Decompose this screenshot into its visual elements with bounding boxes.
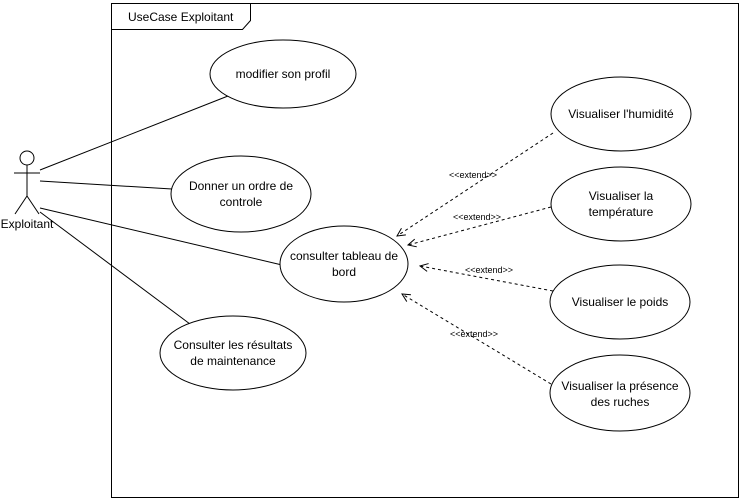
actor-right-leg <box>26 195 40 215</box>
usecase-ordre-controle-label-line2: controle <box>220 195 263 209</box>
extend-label-humidite: <<extend>> <box>449 170 497 180</box>
usecase-modifier-profil-label: modifier son profil <box>236 67 331 81</box>
frame-title-tab <box>111 3 251 30</box>
actor-exploitant[interactable] <box>14 150 40 215</box>
usecase-tableau-bord[interactable] <box>279 225 409 303</box>
usecase-temperature-label-line2: température <box>589 205 654 219</box>
associations <box>39 95 283 331</box>
usecase-tableau-bord-label-line1: consulter tableau de <box>290 249 398 263</box>
association-ordre-controle <box>39 180 173 190</box>
usecase-poids-label: Visualiser le poids <box>572 295 669 309</box>
usecase-resultats-maintenance-label-line1: Consulter les résultats <box>174 338 293 352</box>
extend-arrow-humidite <box>397 132 554 236</box>
extend-arrow-presence <box>402 294 552 385</box>
usecase-presence-ruches-label-line2: des ruches <box>591 395 650 409</box>
usecase-temperature[interactable] <box>550 166 692 242</box>
usecase-presence-ruches[interactable] <box>549 354 691 432</box>
usecase-poids[interactable] <box>549 264 691 340</box>
usecase-tableau-bord-label-line2: bord <box>332 265 356 279</box>
actor-head <box>19 150 35 166</box>
association-modifier-profil <box>39 95 229 171</box>
usecase-resultats-maintenance-label-line2: de maintenance <box>190 354 276 368</box>
extend-label-presence: <<extend>> <box>450 329 498 339</box>
frame-title: UseCase Exploitant <box>128 10 234 24</box>
usecase-presence-ruches-label-line1: Visualiser la présence <box>561 379 679 393</box>
extend-relations <box>397 132 554 385</box>
usecase-ordre-controle[interactable] <box>170 155 312 233</box>
actor-left-leg <box>14 195 28 215</box>
association-tableau-bord <box>39 207 283 266</box>
extend-label-temperature: <<extend>> <box>453 212 501 222</box>
usecase-modifier-profil[interactable] <box>209 39 357 109</box>
usecase-temperature-label-line1: Visualiser la <box>589 189 654 203</box>
usecase-humidite-label: Visualiser l'humidité <box>568 107 674 121</box>
extend-arrow-temperature <box>408 206 552 245</box>
usecase-ordre-controle-label-line1: Donner un ordre de <box>189 179 293 193</box>
actor-label: Exploitant <box>1 217 54 231</box>
extend-arrow-poids <box>420 266 554 292</box>
association-resultats-maintenance <box>39 211 199 331</box>
extend-label-poids: <<extend>> <box>465 265 513 275</box>
usecase-humidite[interactable] <box>550 76 692 152</box>
usecase-resultats-maintenance[interactable] <box>159 315 307 391</box>
